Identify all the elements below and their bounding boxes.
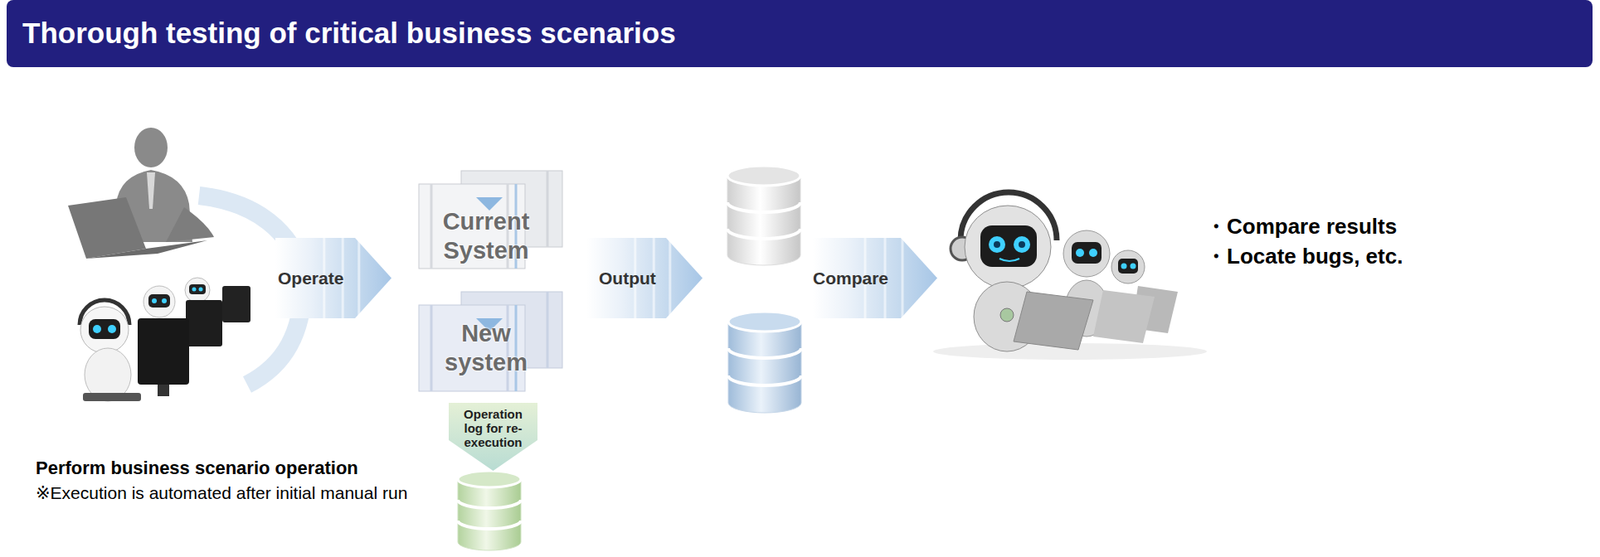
chevron-fill bbox=[812, 238, 938, 319]
server-cabinet bbox=[418, 305, 526, 392]
note-text: ※Execution is automated after initial ma… bbox=[35, 483, 408, 504]
step-arrow: Output bbox=[586, 238, 703, 319]
laptop bbox=[1013, 291, 1094, 351]
robot-face bbox=[1118, 258, 1138, 274]
down-arrow-fill bbox=[448, 403, 538, 472]
robot-face bbox=[148, 294, 171, 308]
robot-eye bbox=[92, 325, 102, 334]
db-band bbox=[727, 202, 801, 213]
robot-eye bbox=[1075, 248, 1085, 258]
server-stripe bbox=[430, 184, 433, 269]
monitor-stand bbox=[157, 384, 170, 397]
chevron-stripe bbox=[357, 238, 360, 319]
db-top bbox=[728, 311, 802, 332]
db-top bbox=[457, 471, 521, 488]
db-body bbox=[727, 175, 801, 266]
robot-head bbox=[80, 306, 129, 354]
robot-face bbox=[980, 225, 1037, 268]
step-arrow: Compare bbox=[812, 238, 938, 319]
monitor bbox=[137, 318, 190, 385]
new-output-database bbox=[728, 311, 802, 414]
title-bar bbox=[6, 0, 1593, 68]
server-stripe bbox=[430, 305, 433, 392]
robot-pupil bbox=[1018, 241, 1026, 249]
robot-eye bbox=[988, 236, 1006, 253]
node-text: Operation log for re-execution bbox=[457, 408, 530, 450]
node-text: Current System bbox=[427, 207, 545, 266]
db-band bbox=[728, 375, 802, 386]
note-text: Perform business scenario operation bbox=[35, 457, 359, 480]
db-band bbox=[457, 500, 521, 509]
robot-head bbox=[964, 205, 1051, 289]
chevron-fill bbox=[586, 238, 703, 319]
robot-eye bbox=[1130, 263, 1137, 270]
robot-pupil bbox=[993, 241, 1001, 249]
server-stripe bbox=[515, 305, 518, 392]
db-band bbox=[728, 348, 802, 359]
log-arrow: Operation log for re-execution bbox=[445, 403, 541, 472]
current-output-database bbox=[727, 165, 801, 266]
current-system-servers bbox=[418, 170, 563, 269]
chevron-stripe bbox=[668, 238, 672, 319]
bullet-text: ・Locate bugs, etc. bbox=[1205, 242, 1403, 272]
robot-button bbox=[1000, 308, 1014, 322]
robot-face bbox=[1071, 242, 1102, 264]
db-body bbox=[728, 321, 802, 414]
system-box: New system bbox=[418, 298, 554, 399]
person-arm bbox=[165, 207, 214, 243]
robot-head bbox=[143, 286, 176, 318]
keyboard bbox=[82, 393, 142, 402]
chevron-fill bbox=[275, 238, 392, 319]
person-tie bbox=[146, 172, 156, 210]
robot-eye bbox=[107, 325, 117, 334]
robot-head bbox=[1111, 250, 1145, 284]
server-stripe bbox=[546, 291, 550, 369]
laptop-screen bbox=[68, 197, 146, 259]
log-database bbox=[457, 471, 521, 551]
robot-eye bbox=[1013, 236, 1031, 253]
db-top bbox=[727, 165, 801, 186]
node-text: Compare bbox=[812, 267, 889, 289]
title-text: Thorough testing of critical business sc… bbox=[22, 16, 676, 50]
step-arrow: Operate bbox=[275, 238, 392, 319]
laptop-base bbox=[86, 240, 208, 259]
node-text: Operate bbox=[277, 267, 344, 289]
robot-mouth bbox=[999, 258, 1020, 262]
robot-eye bbox=[161, 298, 167, 304]
system-box: Current System bbox=[418, 186, 554, 287]
monitor bbox=[185, 300, 223, 347]
new-system-servers bbox=[418, 291, 563, 392]
chevron-stripe bbox=[901, 238, 905, 319]
robot-face bbox=[189, 284, 206, 295]
server-stripe bbox=[546, 170, 550, 248]
robot-head bbox=[1063, 230, 1110, 278]
db-band bbox=[457, 520, 521, 530]
db-body bbox=[457, 479, 521, 551]
server-stripe bbox=[506, 305, 510, 392]
db-band bbox=[727, 228, 801, 239]
robot-eye bbox=[151, 298, 157, 304]
laptop bbox=[1093, 290, 1155, 344]
robot-head bbox=[184, 277, 210, 303]
robot-eye bbox=[199, 287, 204, 292]
robot-eye bbox=[1121, 263, 1128, 270]
bullet-text: ・Compare results bbox=[1205, 212, 1397, 242]
comparing-robots bbox=[933, 192, 1207, 360]
robot-eye bbox=[192, 287, 197, 292]
operator-robots bbox=[79, 277, 251, 402]
node-text: Output bbox=[598, 267, 657, 289]
person-head bbox=[134, 127, 168, 168]
robot-face bbox=[88, 319, 121, 340]
robot-eye bbox=[1089, 248, 1098, 258]
monitor bbox=[222, 286, 251, 323]
node-text: New system bbox=[427, 319, 545, 378]
